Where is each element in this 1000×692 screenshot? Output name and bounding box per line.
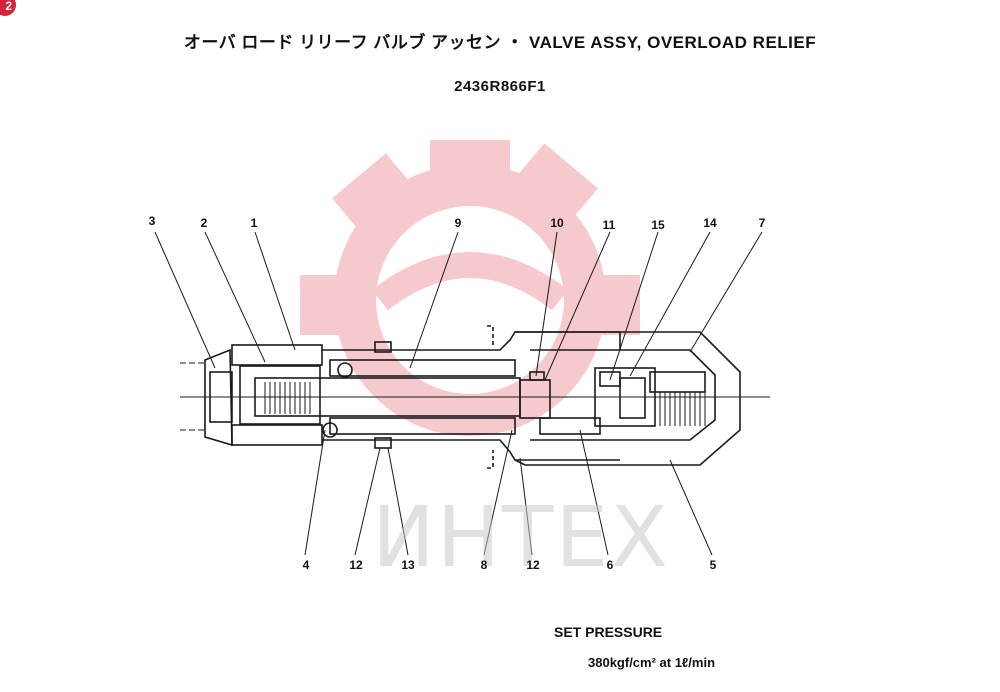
set-pressure-value: 380kgf/cm² at 1ℓ/min	[588, 655, 716, 670]
page-badge: 2	[0, 0, 16, 16]
callout-6: 6	[606, 558, 614, 572]
callout-10: 10	[550, 216, 564, 230]
callout-7: 7	[758, 216, 766, 230]
callout-5: 5	[709, 558, 717, 572]
valve-body-outline	[204, 325, 741, 469]
set-pressure-label: SET PRESSURE	[554, 624, 663, 640]
callout-15: 15	[651, 218, 665, 232]
callout-2: 2	[200, 216, 208, 230]
callout-8: 8	[480, 558, 488, 572]
page-title: オーバ ロード リリーフ バルブ アッセン ・ VALVE ASSY, OVER…	[183, 33, 817, 52]
callout-13: 13	[401, 558, 415, 572]
callout-11: 11	[602, 218, 616, 232]
callout-3: 3	[148, 214, 156, 228]
callout-9: 9	[454, 216, 462, 230]
callout-14: 14	[703, 216, 717, 230]
callout-4: 4	[302, 558, 310, 572]
callout-12-left: 12	[349, 558, 363, 572]
watermark-gear-icon	[300, 140, 640, 436]
callout-1: 1	[250, 216, 258, 230]
part-number: 2436R866F1	[454, 78, 546, 95]
leader-lines	[154, 231, 763, 556]
watermark-text: ИНТЕХ	[372, 488, 670, 586]
callout-12-right: 12	[526, 558, 540, 572]
